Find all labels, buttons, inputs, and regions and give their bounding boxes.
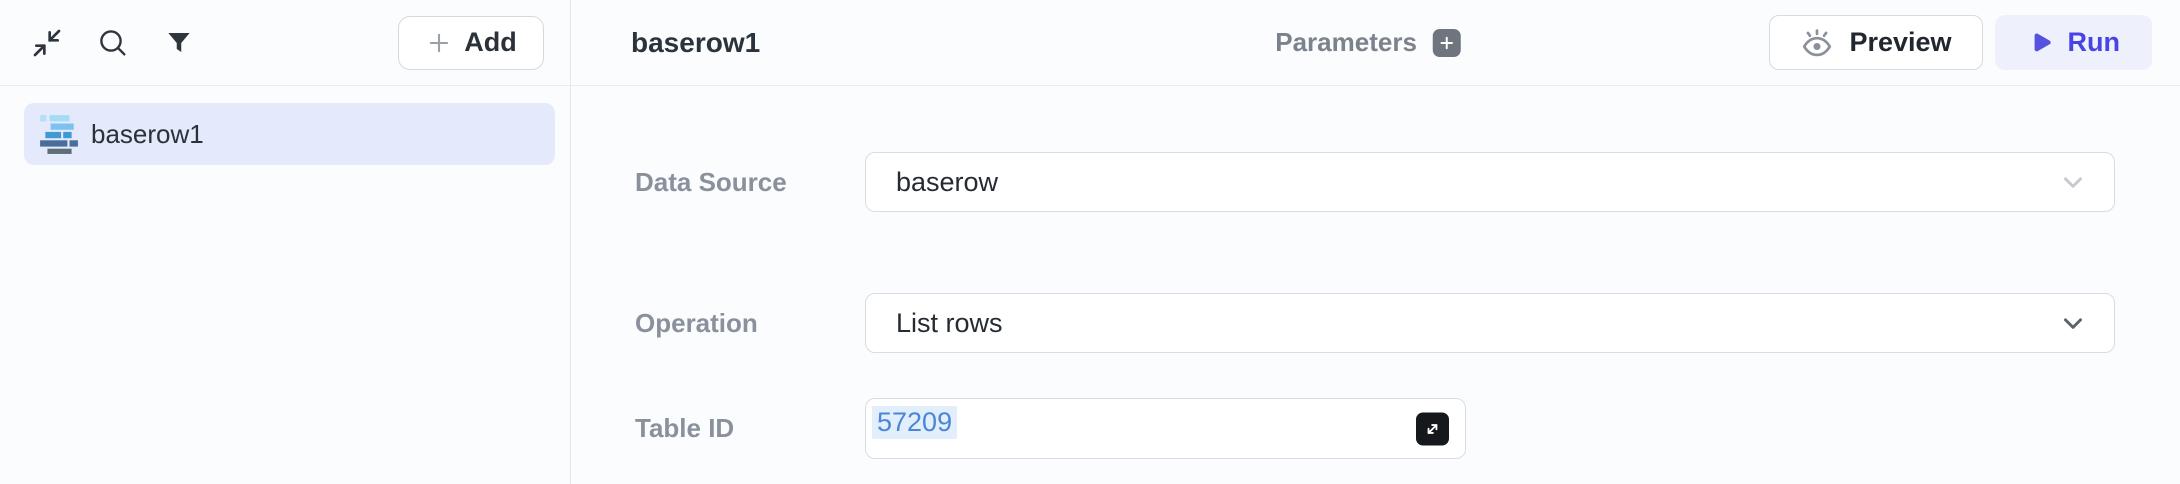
query-form: Data Source baserow Operation List rows: [571, 86, 2180, 459]
search-icon[interactable]: [96, 26, 130, 60]
preview-button[interactable]: Preview: [1769, 15, 1983, 70]
form-row-data-source: Data Source baserow: [635, 152, 2115, 212]
preview-button-label: Preview: [1849, 27, 1952, 57]
run-button-label: Run: [2067, 27, 2120, 57]
filter-icon[interactable]: [162, 26, 196, 60]
form-row-operation: Operation List rows: [635, 293, 2115, 353]
operation-select[interactable]: List rows: [865, 293, 2115, 353]
chevron-down-icon: [2058, 167, 2088, 197]
data-source-value: baserow: [896, 166, 999, 197]
operation-label: Operation: [635, 307, 758, 338]
sidebar-toolbar: Add: [0, 0, 570, 86]
run-button[interactable]: Run: [1994, 15, 2152, 70]
query-sidebar: Add baserow1: [0, 0, 571, 484]
table-id-value: 57209: [872, 406, 958, 439]
query-header: baserow1 Parameters: [571, 0, 2180, 86]
parameters-section: Parameters: [1275, 27, 1461, 58]
add-button-label: Add: [464, 27, 517, 57]
sidebar-item-baserow1[interactable]: baserow1: [24, 103, 555, 165]
add-query-button[interactable]: Add: [398, 15, 544, 70]
add-parameter-button[interactable]: [1432, 28, 1461, 57]
query-title: baserow1: [631, 26, 761, 58]
plus-icon: [425, 29, 453, 57]
expand-editor-button[interactable]: [1416, 412, 1449, 445]
query-main-panel: baserow1 Parameters: [571, 0, 2180, 484]
baserow-logo-icon: [40, 113, 78, 155]
header-actions: Preview Run: [1769, 15, 2152, 70]
operation-value: List rows: [896, 307, 1003, 338]
collapse-icon[interactable]: [30, 26, 64, 60]
table-id-input[interactable]: 57209: [865, 398, 1466, 459]
eye-icon: [1800, 26, 1834, 60]
data-source-select[interactable]: baserow: [865, 152, 2115, 212]
table-id-label: Table ID: [635, 413, 735, 443]
play-icon: [2027, 30, 2053, 56]
data-source-label: Data Source: [635, 166, 787, 197]
sidebar-item-label: baserow1: [91, 118, 204, 149]
parameters-label: Parameters: [1275, 27, 1417, 57]
form-row-table-id: Table ID 57209: [635, 398, 2115, 459]
chevron-down-icon: [2058, 308, 2088, 338]
